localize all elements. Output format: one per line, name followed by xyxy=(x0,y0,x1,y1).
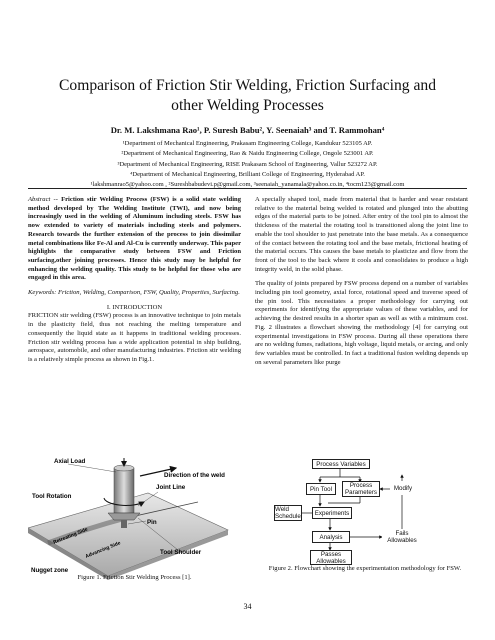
label-tool-rotation: Tool Rotation xyxy=(32,493,72,500)
box-passes-allowables: Passes Allowables xyxy=(310,550,352,565)
affiliations: ¹Department of Mechanical Engineering, P… xyxy=(20,139,475,190)
box-process-variables: Process Variables xyxy=(312,459,370,469)
body-paragraph: The quality of joints prepared by FSW pr… xyxy=(255,280,468,366)
header-divider xyxy=(28,188,467,189)
box-analysis: Analysis xyxy=(312,531,350,543)
abstract-label: Abstract -- xyxy=(28,196,58,203)
section-heading: I. INTRODUCTION xyxy=(106,303,163,311)
rotation-arrow xyxy=(103,497,145,507)
left-column: Abstract -- Friction stir Welding Proces… xyxy=(28,196,241,371)
plate-side xyxy=(108,530,228,580)
affiliation-line: ¹Department of Mechanical Engineering, P… xyxy=(122,140,373,147)
email-line: ¹lakshmanrao5@yahoo.com , ²Sureshbabudev… xyxy=(90,181,405,189)
tool-pin xyxy=(121,520,127,528)
page-number: 34 xyxy=(243,602,252,611)
label-nugget-zone: Nugget zone xyxy=(31,567,69,574)
tool-shoulder xyxy=(107,512,141,521)
tool-body xyxy=(113,467,135,514)
box-experiments: Experiments xyxy=(312,507,352,519)
affiliation-line: ³Department of Mechanical Engineering, R… xyxy=(117,160,378,168)
box-modify: Modify xyxy=(390,481,416,495)
label-pin: Pin xyxy=(147,519,157,526)
affiliation-line: ²Department of Mechanical Engineering, R… xyxy=(121,150,374,158)
direction-arrow xyxy=(139,465,178,477)
abstract-text: Friction stir Welding Process (FSW) is a… xyxy=(28,196,241,282)
abstract: Abstract -- Friction stir Welding Proces… xyxy=(28,196,241,283)
box-weld-schedule: Weld Schedule xyxy=(274,505,302,521)
body-paragraph: A specially shaped tool, made from mater… xyxy=(255,196,468,273)
affiliation-line: ⁴Department of Mechanical Engineering, B… xyxy=(130,170,365,178)
intro-paragraph: FRICTION stir welding (FSW) process is a… xyxy=(28,312,241,363)
label-direction: Direction of the weld xyxy=(164,472,225,479)
paper-title: Comparison of Friction Stir Welding, Fri… xyxy=(59,77,436,114)
right-column: A specially shaped tool, made from mater… xyxy=(255,196,468,373)
author-list: Dr. M. Lakshmana Rao¹, P. Suresh Babu², … xyxy=(110,125,385,135)
label-tool-shoulder: Tool Shoulder xyxy=(160,549,202,556)
label-joint-line: Joint Line xyxy=(156,484,186,491)
box-fails-allowables: Fails Allowables xyxy=(382,529,422,545)
box-pin-tool: Pin Tool xyxy=(306,483,336,495)
keywords: Keywords: Friction, Welding, Comparison,… xyxy=(28,289,240,297)
figure-flowchart: Process Variables Pin Tool Process Param… xyxy=(262,457,468,565)
figure-fsw-process: Axial Load Direction of the weld Joint L… xyxy=(28,458,229,580)
box-process-parameters: Process Parameters xyxy=(342,481,380,497)
figure-2-caption: Figure 2. Flowchart showing the experime… xyxy=(268,565,462,572)
figure-1-caption: Figure 1. Friction Stir Welding Process … xyxy=(77,574,192,581)
label-axial-load: Axial Load xyxy=(54,458,86,465)
